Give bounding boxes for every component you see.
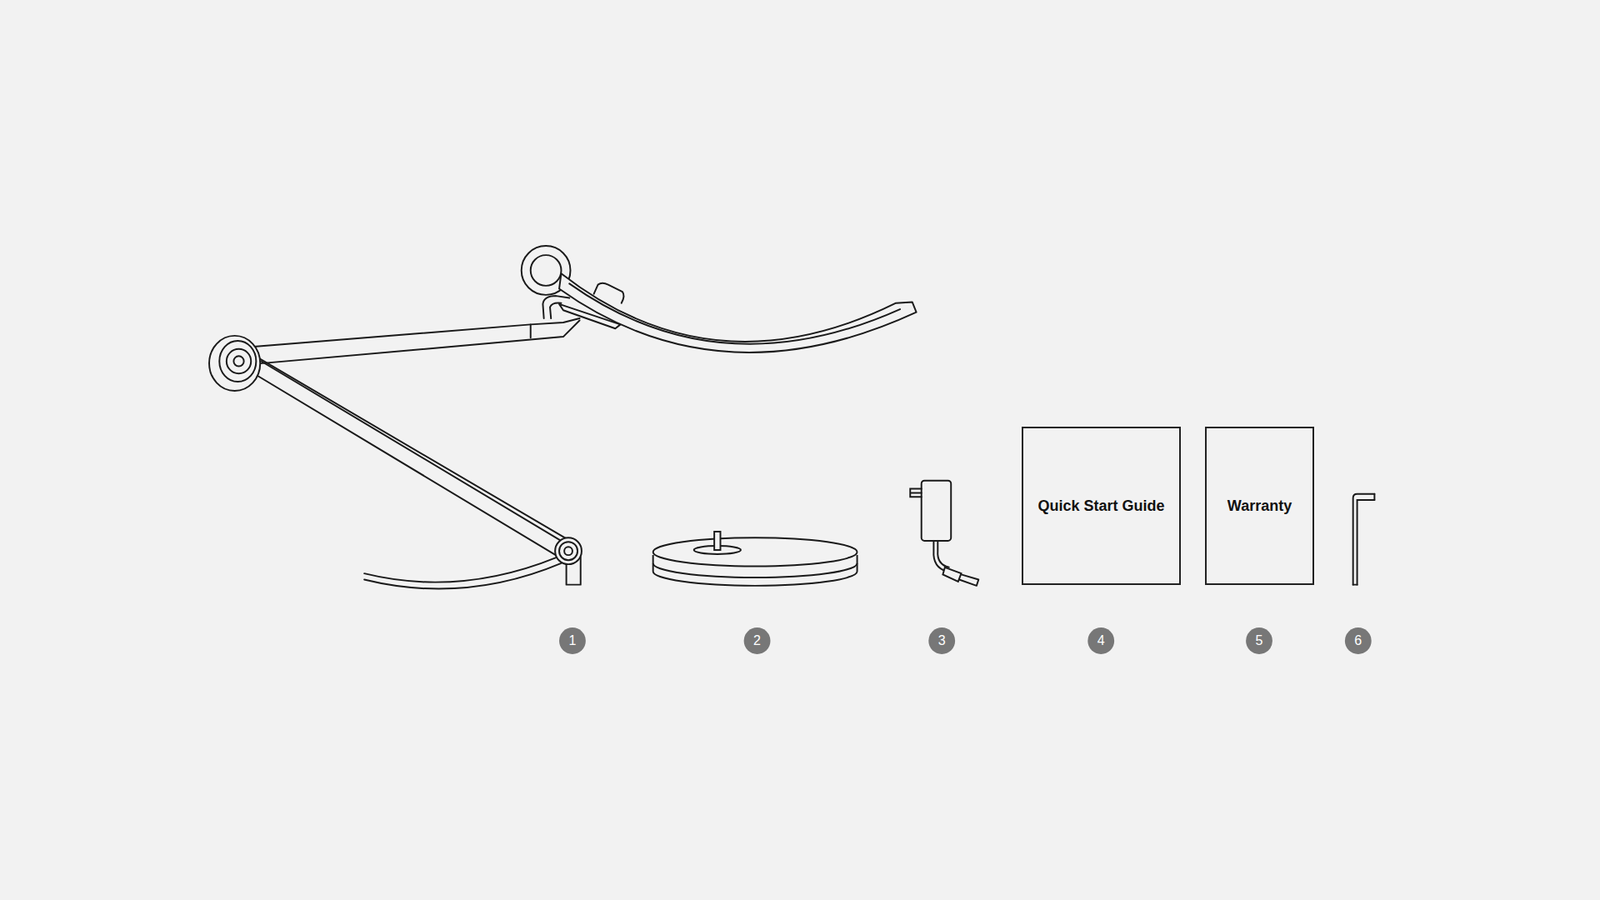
callout-number: 6 [1345,627,1372,655]
callout-number: 3 [928,627,955,655]
line-art [226,349,251,374]
line-art [714,531,720,550]
line-art [250,320,580,365]
line-art [555,537,582,565]
line-art [1345,627,1372,655]
line-art [364,563,561,590]
line-art [219,340,256,382]
line-art [569,283,900,344]
line-art [1087,627,1115,655]
line-art [559,273,917,353]
line-art [921,480,952,541]
line-art [530,255,562,286]
line-art [542,295,570,319]
line-art [530,324,532,338]
line-art [257,357,575,544]
line-art [959,574,979,585]
line-art [233,355,244,366]
line-art [594,283,625,304]
line-art [1353,494,1375,585]
guide-box: Quick Start Guide [1021,426,1181,585]
line-art [364,557,557,583]
desk-lamp [209,245,917,589]
line-art [937,540,950,568]
line-art [209,335,260,391]
line-art [1245,627,1273,655]
callout-number: 4 [1087,627,1115,655]
line-art [653,537,858,566]
line-art [1353,494,1375,585]
callout-number: 1 [559,627,586,655]
box-text: Quick Start Guide [1037,497,1165,515]
line-art [910,491,921,494]
line-art [559,541,578,560]
warranty-box: Warranty [1205,426,1315,585]
line-art [250,318,580,347]
line-art [260,360,571,547]
box-text: Warranty [1227,497,1292,515]
line-art [559,627,586,655]
power-adapter [910,480,979,586]
callout-circles [559,627,1372,655]
lamp-base [653,531,858,586]
line-art [1357,500,1375,585]
line-art [928,627,955,655]
callout-number: 5 [1245,627,1273,655]
line-art [246,369,560,557]
line-art [564,546,573,555]
line-art [910,489,921,498]
hex-key [1353,494,1375,585]
callout-number: 2 [744,627,771,655]
line-art [744,627,771,655]
